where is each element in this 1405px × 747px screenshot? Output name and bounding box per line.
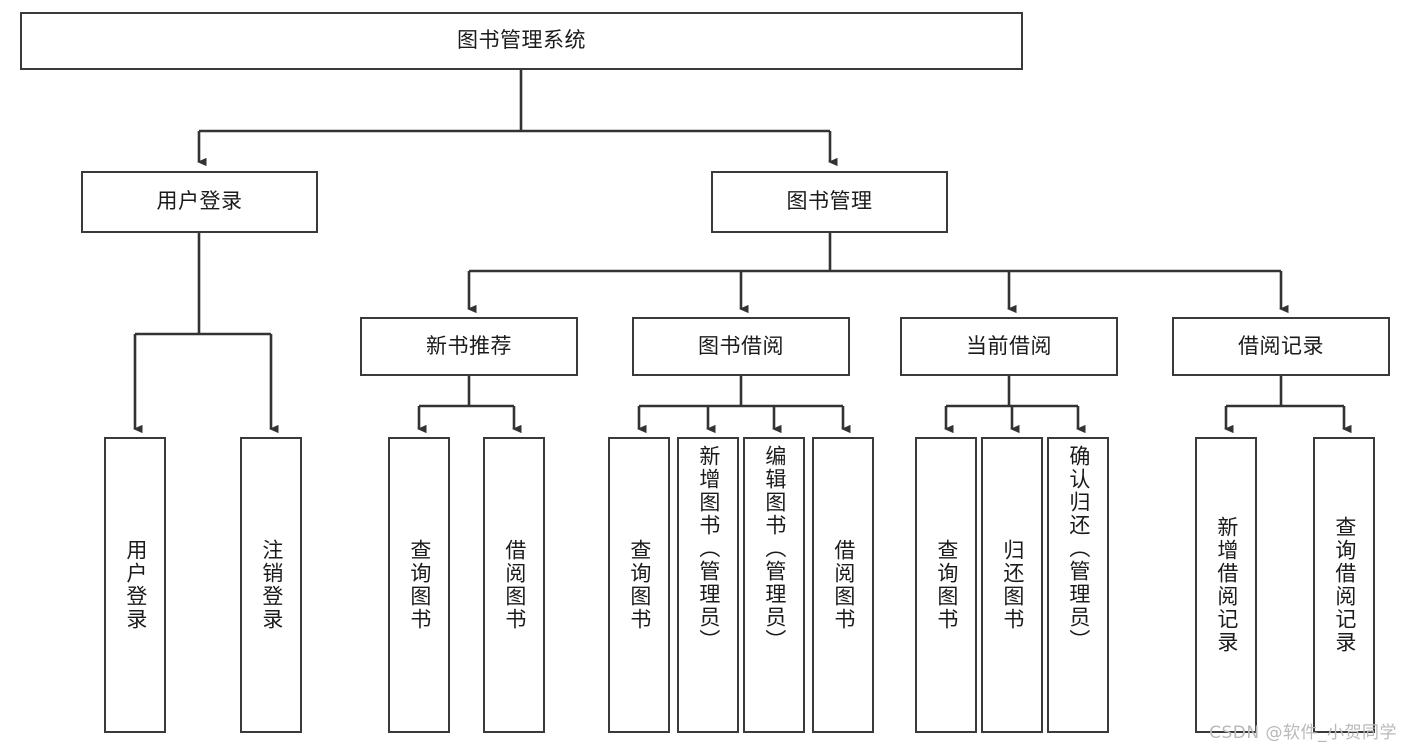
node-leaf-query-book-1[interactable]: 查询图书 xyxy=(388,437,450,733)
node-leaf-user-login-label: 用户登录 xyxy=(123,539,148,631)
node-leaf-return-book-label: 归还图书 xyxy=(1000,539,1025,631)
node-leaf-add-book-admin[interactable]: 新增图书（管理员） xyxy=(677,437,739,733)
node-leaf-query-book-1-label: 查询图书 xyxy=(407,539,432,631)
node-leaf-user-login[interactable]: 用户登录 xyxy=(104,437,166,733)
node-leaf-confirm-return-admin-label: 确认归还（管理员） xyxy=(1066,445,1091,652)
node-leaf-borrow-book-2-label: 借阅图书 xyxy=(831,539,856,631)
node-book-borrow[interactable]: 图书借阅 xyxy=(632,317,850,376)
node-leaf-query-book-2[interactable]: 查询图书 xyxy=(608,437,670,733)
node-leaf-query-book-2-label: 查询图书 xyxy=(627,539,652,631)
node-leaf-add-record[interactable]: 新增借阅记录 xyxy=(1195,437,1257,733)
node-leaf-borrow-book-2[interactable]: 借阅图书 xyxy=(812,437,874,733)
node-book-manage[interactable]: 图书管理 xyxy=(711,171,948,233)
node-leaf-borrow-book-1[interactable]: 借阅图书 xyxy=(483,437,545,733)
node-leaf-logout-label: 注销登录 xyxy=(259,539,284,631)
node-borrow-record[interactable]: 借阅记录 xyxy=(1172,317,1390,376)
node-current-borrow-label: 当前借阅 xyxy=(966,333,1052,358)
node-borrow-record-label: 借阅记录 xyxy=(1238,333,1324,358)
node-leaf-add-book-admin-label: 新增图书（管理员） xyxy=(696,445,721,652)
node-root[interactable]: 图书管理系统 xyxy=(20,12,1023,70)
node-new-book-rec[interactable]: 新书推荐 xyxy=(360,317,578,376)
node-leaf-borrow-book-1-label: 借阅图书 xyxy=(502,539,527,631)
node-user-login[interactable]: 用户登录 xyxy=(81,171,318,233)
node-leaf-add-record-label: 新增借阅记录 xyxy=(1214,516,1239,654)
node-book-borrow-label: 图书借阅 xyxy=(698,333,784,358)
node-leaf-query-book-3[interactable]: 查询图书 xyxy=(915,437,977,733)
node-leaf-query-book-3-label: 查询图书 xyxy=(934,539,959,631)
node-leaf-edit-book-admin-label: 编辑图书（管理员） xyxy=(762,445,787,652)
node-book-manage-label: 图书管理 xyxy=(786,189,873,214)
node-new-book-rec-label: 新书推荐 xyxy=(426,333,512,358)
node-leaf-logout[interactable]: 注销登录 xyxy=(240,437,302,733)
node-current-borrow[interactable]: 当前借阅 xyxy=(900,317,1118,376)
node-leaf-return-book[interactable]: 归还图书 xyxy=(981,437,1043,733)
node-leaf-confirm-return-admin[interactable]: 确认归还（管理员） xyxy=(1047,437,1109,733)
node-leaf-query-record[interactable]: 查询借阅记录 xyxy=(1313,437,1375,733)
node-user-login-label: 用户登录 xyxy=(156,189,243,214)
node-leaf-query-record-label: 查询借阅记录 xyxy=(1332,516,1357,654)
node-leaf-edit-book-admin[interactable]: 编辑图书（管理员） xyxy=(743,437,805,733)
node-root-label: 图书管理系统 xyxy=(457,28,586,53)
watermark: CSDN @软件_小贺同学 xyxy=(1209,723,1397,743)
